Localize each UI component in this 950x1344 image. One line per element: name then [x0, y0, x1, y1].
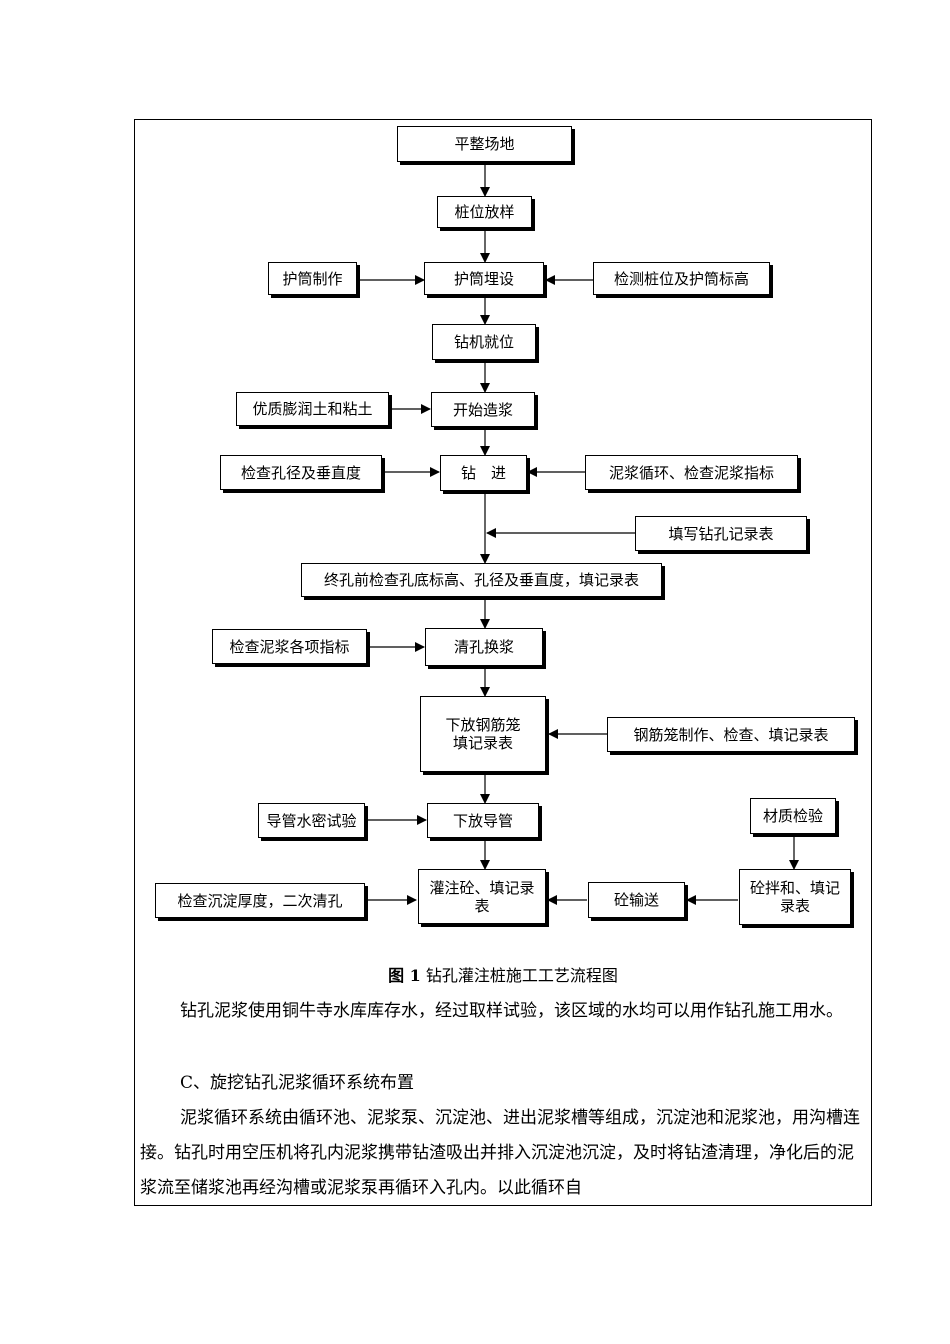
box-hutong-zhizuo: 护筒制作 — [268, 262, 357, 295]
box-jiancha-nijiang: 检查泥浆各项指标 — [212, 629, 367, 664]
paragraph-2-text: C、旋挖钻孔泥浆循环系统布置 — [180, 1073, 415, 1093]
paragraph-1: 钻孔泥浆使用铜牛寺水库库存水，经过取样试验，该区域的水均可以用作钻孔施工用水。 — [140, 994, 868, 1029]
box-hutong-maishe: 护筒埋设 — [424, 262, 544, 295]
box-xiafang-daoguan: 下放导管 — [427, 803, 539, 838]
figure-caption: 图 1 钻孔灌注桩施工工艺流程图 — [134, 962, 872, 986]
box-zuanjin: 钻 进 — [440, 455, 527, 491]
box-guanzhu: 灌注砼、填记录 表 — [418, 869, 546, 924]
paragraph-2: C、旋挖钻孔泥浆循环系统布置 — [140, 1066, 868, 1101]
figure-number: 图 1 — [388, 966, 421, 985]
box-pingzheng: 平整场地 — [397, 126, 572, 162]
box-daoguan-shiyan: 导管水密试验 — [258, 803, 365, 838]
box-jiancha-chendian: 检查沉淀厚度，二次清孔 — [155, 883, 365, 918]
box-gangjin-zhizuo: 钢筋笼制作、检查、填记录表 — [607, 717, 855, 752]
box-zhuangwei: 桩位放样 — [437, 196, 532, 228]
box-xiafang-gangjin: 下放钢筋笼 填记录表 — [420, 696, 546, 772]
paragraph-3-text: 泥浆循环系统由循环池、泥浆泵、沉淀池、进出泥浆槽等组成，沉淀池和泥浆池，用沟槽连… — [140, 1108, 860, 1198]
box-youzhi: 优质膨润土和粘土 — [236, 392, 389, 426]
box-zuanji: 钻机就位 — [432, 324, 536, 360]
box-qingkong: 清孔换浆 — [425, 628, 543, 666]
box-zhongkong: 终孔前检查孔底标高、孔径及垂直度，填记录表 — [301, 563, 662, 597]
table-frame — [134, 119, 872, 1206]
box-jiance: 检测桩位及护筒标高 — [593, 262, 770, 295]
box-caizhi: 材质检验 — [750, 798, 836, 834]
box-jiancha-kongjing: 检查孔径及垂直度 — [220, 455, 382, 490]
box-jiaoban: 砼拌和、填记 录表 — [739, 869, 851, 925]
figure-title: 钻孔灌注桩施工工艺流程图 — [420, 966, 618, 985]
box-tianxie: 填写钻孔记录表 — [635, 516, 807, 551]
box-nijiang-xunhuan: 泥浆循环、检查泥浆指标 — [585, 455, 798, 490]
box-kaishi: 开始造浆 — [431, 392, 535, 427]
box-shusong: 砼输送 — [588, 882, 685, 918]
paragraph-1-text: 钻孔泥浆使用铜牛寺水库库存水，经过取样试验，该区域的水均可以用作钻孔施工用水。 — [180, 1001, 843, 1021]
paragraph-3: 泥浆循环系统由循环池、泥浆泵、沉淀池、进出泥浆槽等组成，沉淀池和泥浆池，用沟槽连… — [140, 1101, 868, 1206]
